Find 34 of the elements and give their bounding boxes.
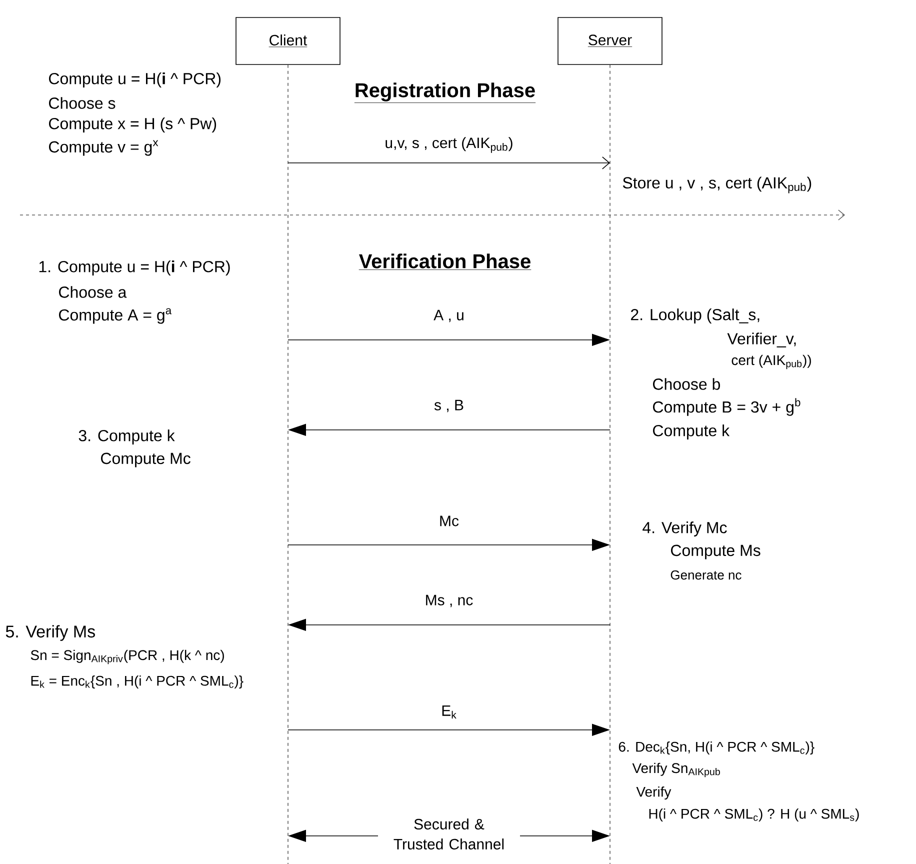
step-text: 6. Dec$_{k}${Sn, H(i ^ PCR ^ SML$_{c}$)} (618, 741, 814, 755)
step-text: E$_{k}$ = Enc$_{k}${Sn , H(i ^ PCR ^ SML$_{c}$)} (31, 675, 244, 689)
edge-label: Ms , nc (426, 594, 473, 608)
step-text: Compute k (653, 424, 730, 440)
edge-label: A , u (434, 310, 464, 322)
edge-label: s , B (434, 400, 464, 412)
step-text: Verify Sn$_{AIKpub}$ (632, 762, 720, 778)
step-text: 5. Verify Ms (6, 625, 95, 641)
step-text: H(i ^ PCR ^ SML$_{c}$) ? H (u ^ SML$_{s}$) (649, 808, 859, 822)
step-text: Store u , v , s, cert (AIK$_{pub}$) (622, 176, 812, 194)
edge-label: Mc (440, 516, 459, 526)
step-text: Compute A = g$^{a}$ (59, 308, 172, 324)
step-text: Compute x = H (s ^ Pw) (49, 118, 216, 132)
step-text: Choose s (49, 97, 116, 109)
step-text: Compute B = 3v + g$^{b}$ (653, 398, 800, 416)
edge-label: E$_{k}$ (442, 706, 456, 718)
step-text: 2. Lookup (Salt_s, (631, 308, 760, 324)
step-text: Verifier_v, (727, 332, 796, 348)
step-text: Compute v = g$^{x}$ (49, 140, 158, 156)
step-text: Choose b (653, 378, 720, 390)
edge-label: u,v, s , cert (AIK$_{pub}$) (386, 137, 512, 153)
phase-heading: Verification Phase (358, 254, 532, 270)
participant-box: Server (558, 17, 662, 65)
step-text: 3. Compute k (78, 430, 175, 444)
step-text: Compute Mc (101, 452, 190, 468)
step-text: Compute u = H(i ^ PCR) (49, 72, 221, 88)
message-arrow (288, 156, 610, 170)
step-text: Verify (636, 786, 672, 800)
step-text: cert (AIK$_{pub}$)) (732, 354, 811, 370)
step-text: 4. Verify Mc (642, 522, 727, 536)
step-text: Choose a (59, 286, 127, 298)
phase-heading: Registration Phase (354, 82, 536, 103)
participant-box: Client (236, 17, 340, 65)
edge-label: Secured & Trusted Channel (378, 817, 520, 850)
